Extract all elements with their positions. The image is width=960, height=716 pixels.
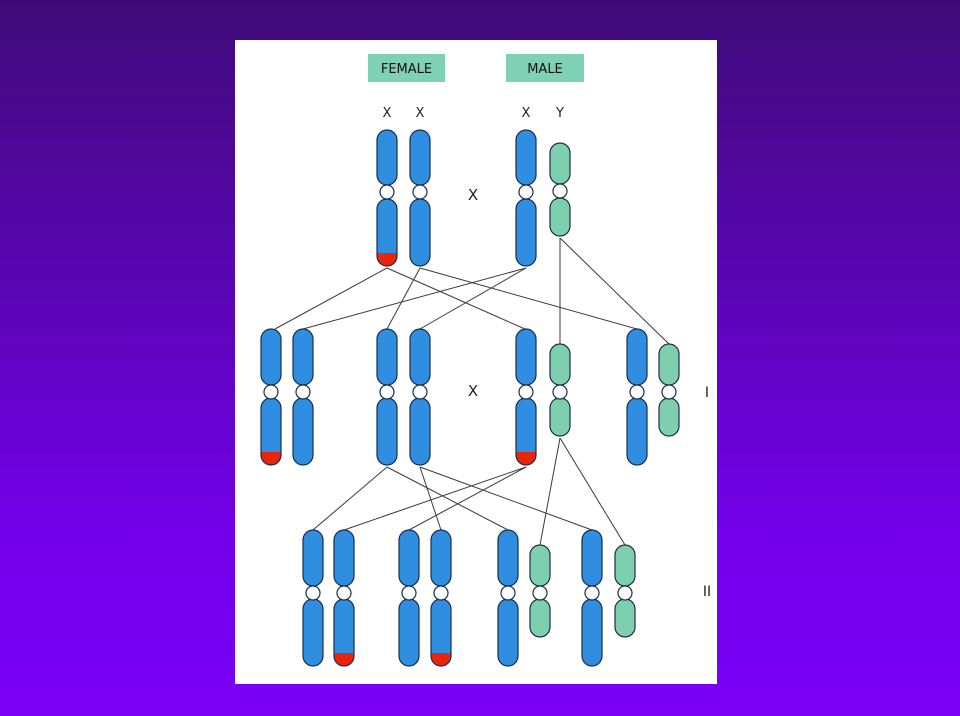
centromere: [336, 585, 352, 601]
generation-label-1: I: [705, 385, 709, 401]
centromere: [295, 384, 311, 400]
x-chromosome: [302, 529, 324, 667]
x-chromosome: [430, 529, 452, 667]
centromere: [305, 585, 321, 601]
inheritance-line: [559, 237, 670, 345]
gene-marker: [334, 653, 354, 666]
inheritance-diagram: FEMALE MALE X X X Y X X I II: [260, 54, 711, 667]
inheritance-line: [539, 437, 561, 546]
inheritance-line: [302, 267, 527, 330]
cross-symbol-generation-1: X: [468, 382, 478, 400]
inheritance-line: [343, 466, 527, 531]
gene-marker: [261, 452, 281, 465]
x-chromosome: [581, 529, 603, 667]
inheritance-line: [386, 267, 526, 330]
centromere: [379, 184, 395, 200]
male-x-label: X: [522, 106, 531, 121]
centromere: [552, 384, 568, 400]
centromere: [552, 183, 568, 199]
centromere: [518, 184, 534, 200]
x-chromosome: [260, 328, 282, 466]
y-chromosome: [658, 343, 680, 437]
x-chromosome: [333, 529, 355, 667]
inheritance-line: [559, 437, 626, 546]
diagram-panel: FEMALE MALE X X X Y X X I II: [235, 40, 717, 684]
centromere: [412, 184, 428, 200]
x-chromosome: [497, 529, 519, 667]
centromere: [661, 384, 677, 400]
y-chromosome: [549, 343, 571, 437]
inheritance-lines: [274, 237, 670, 546]
female-header: FEMALE: [381, 62, 432, 77]
inheritance-line: [419, 466, 442, 531]
gene-marker: [516, 452, 536, 465]
centromere: [412, 384, 428, 400]
inheritance-line: [419, 466, 593, 531]
chromosomes: [260, 129, 680, 667]
inheritance-line: [386, 267, 421, 330]
centromere: [617, 585, 633, 601]
y-chromosome: [614, 544, 636, 638]
gene-marker: [431, 653, 451, 666]
centromere: [379, 384, 395, 400]
inheritance-line: [419, 267, 638, 330]
inheritance-line: [312, 466, 388, 531]
centromere: [263, 384, 279, 400]
x-chromosome: [626, 328, 648, 466]
x-chromosome: [292, 328, 314, 466]
female-header-box: [368, 54, 445, 82]
inheritance-line: [419, 267, 527, 330]
inheritance-line: [274, 267, 388, 330]
centromere: [532, 585, 548, 601]
x-chromosome: [376, 328, 398, 466]
centromere: [584, 585, 600, 601]
x-chromosome: [409, 328, 431, 466]
centromere: [500, 585, 516, 601]
male-header: MALE: [527, 62, 563, 77]
centromere: [629, 384, 645, 400]
x-chromosome: [398, 529, 420, 667]
centromere: [401, 585, 417, 601]
male-y-label: Y: [555, 106, 564, 121]
y-chromosome: [549, 142, 571, 237]
x-chromosome: [515, 328, 537, 466]
gene-marker: [377, 253, 397, 266]
centromere: [433, 585, 449, 601]
x-chromosome: [515, 129, 537, 267]
x-chromosome: [376, 129, 398, 267]
inheritance-line: [408, 466, 527, 531]
cross-symbol-parents: X: [468, 186, 478, 204]
x-chromosome: [409, 129, 431, 267]
male-header-box: [506, 54, 584, 82]
female-x2-label: X: [416, 106, 425, 121]
inheritance-line: [386, 466, 509, 531]
centromere: [518, 384, 534, 400]
generation-label-2: II: [703, 584, 711, 600]
female-x1-label: X: [383, 106, 392, 121]
y-chromosome: [529, 544, 551, 638]
